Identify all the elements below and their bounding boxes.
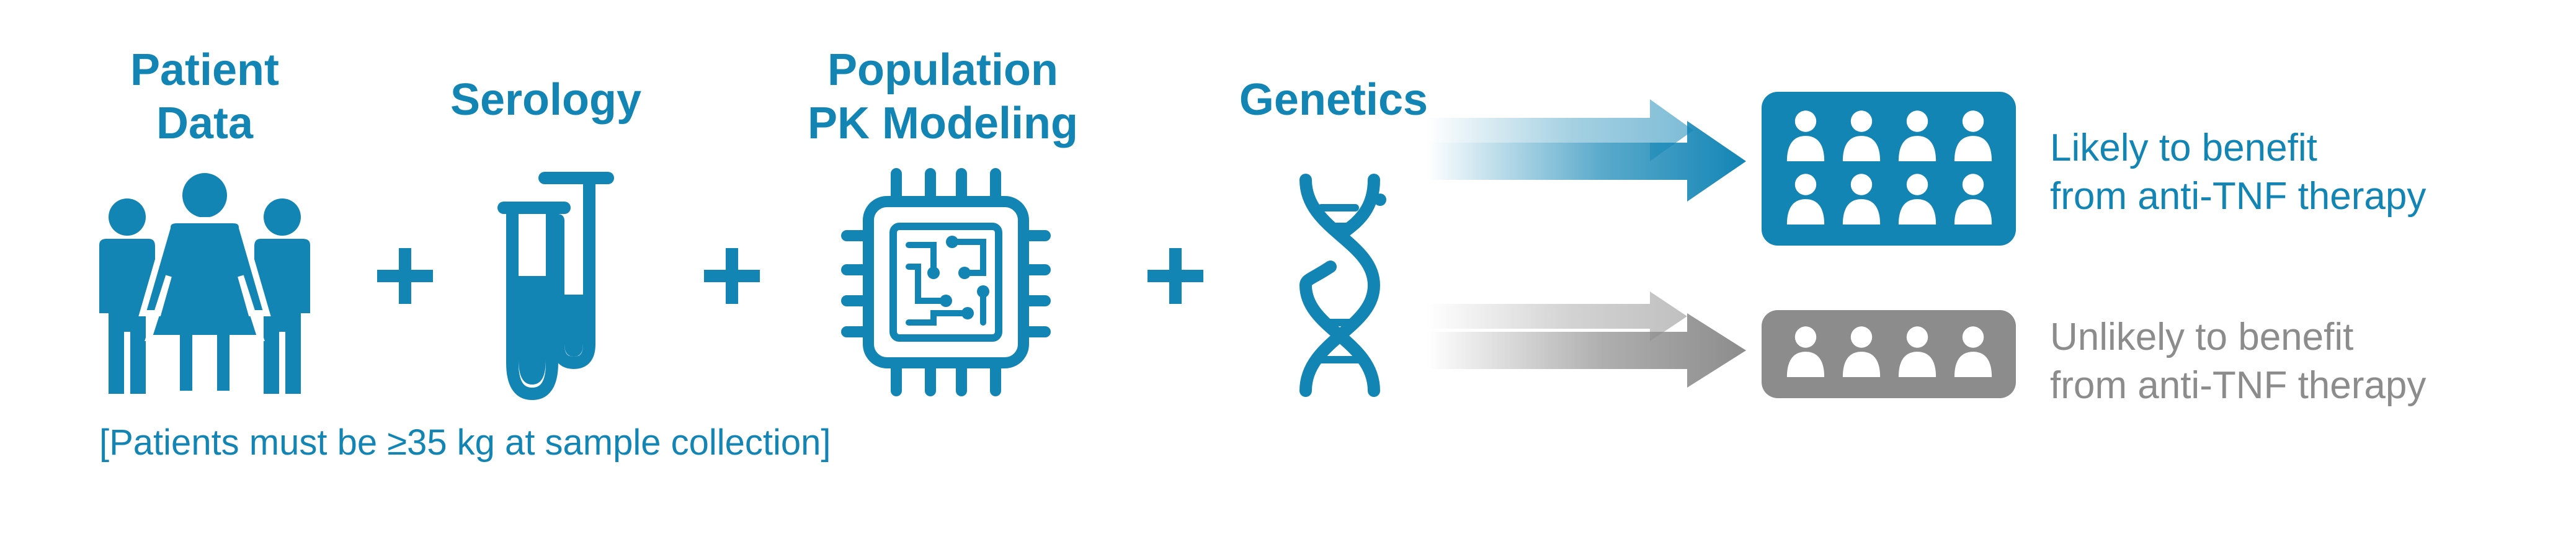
plus-operator-3 — [1148, 248, 1203, 304]
plus-operator-1 — [377, 248, 433, 304]
likely-responders-box — [1762, 92, 2016, 246]
genetics-label-line1: Genetics — [1239, 75, 1428, 125]
dna-helix-icon — [1299, 174, 1386, 397]
person-icon — [1785, 324, 1826, 377]
serology-label: Serology — [434, 73, 657, 127]
likely-outcome-line2: from anti-TNF therapy — [2050, 175, 2427, 218]
unlikely-people-grid — [1785, 324, 1996, 377]
pk-modeling-label: Population PK Modeling — [782, 43, 1104, 150]
person-icon — [1897, 108, 1938, 161]
likely-people-grid — [1785, 108, 1996, 225]
person-icon — [1897, 324, 1938, 377]
unlikely-responders-box — [1762, 310, 2016, 398]
patient-data-label-line2: Data — [156, 99, 254, 148]
unlikely-outcome-line2: from anti-TNF therapy — [2050, 364, 2427, 407]
pk-modeling-label-line2: PK Modeling — [808, 99, 1078, 148]
unlikely-outcome-text: Unlikely to benefit from anti-TNF therap… — [2050, 313, 2426, 410]
plus-operator-2 — [704, 248, 760, 304]
person-icon — [1897, 171, 1938, 225]
circuit-chip-icon — [841, 168, 1051, 396]
person-icon — [1785, 108, 1826, 161]
patient-data-label: Patient Data — [118, 43, 292, 150]
pk-modeling-label-line1: Population — [827, 45, 1058, 95]
person-icon — [1841, 324, 1882, 377]
patient-data-label-line1: Patient — [130, 45, 280, 95]
family-people-icon — [99, 173, 310, 394]
genetics-label: Genetics — [1216, 73, 1451, 127]
person-icon — [1841, 108, 1882, 161]
arrow-to-likely — [1427, 99, 1746, 202]
test-tubes-icon — [497, 172, 614, 400]
arrow-to-unlikely — [1427, 291, 1746, 388]
likely-outcome-line1: Likely to benefit — [2050, 127, 2317, 169]
person-icon — [1841, 171, 1882, 225]
unlikely-outcome-line1: Unlikely to benefit — [2050, 316, 2354, 358]
weight-requirement-note: [Patients must be ≥35 kg at sample colle… — [99, 422, 831, 463]
person-icon — [1785, 171, 1826, 225]
person-icon — [1953, 108, 1994, 161]
person-icon — [1953, 324, 1994, 377]
likely-outcome-text: Likely to benefit from anti-TNF therapy — [2050, 124, 2426, 221]
person-icon — [1953, 171, 1994, 225]
serology-label-line1: Serology — [450, 75, 642, 125]
